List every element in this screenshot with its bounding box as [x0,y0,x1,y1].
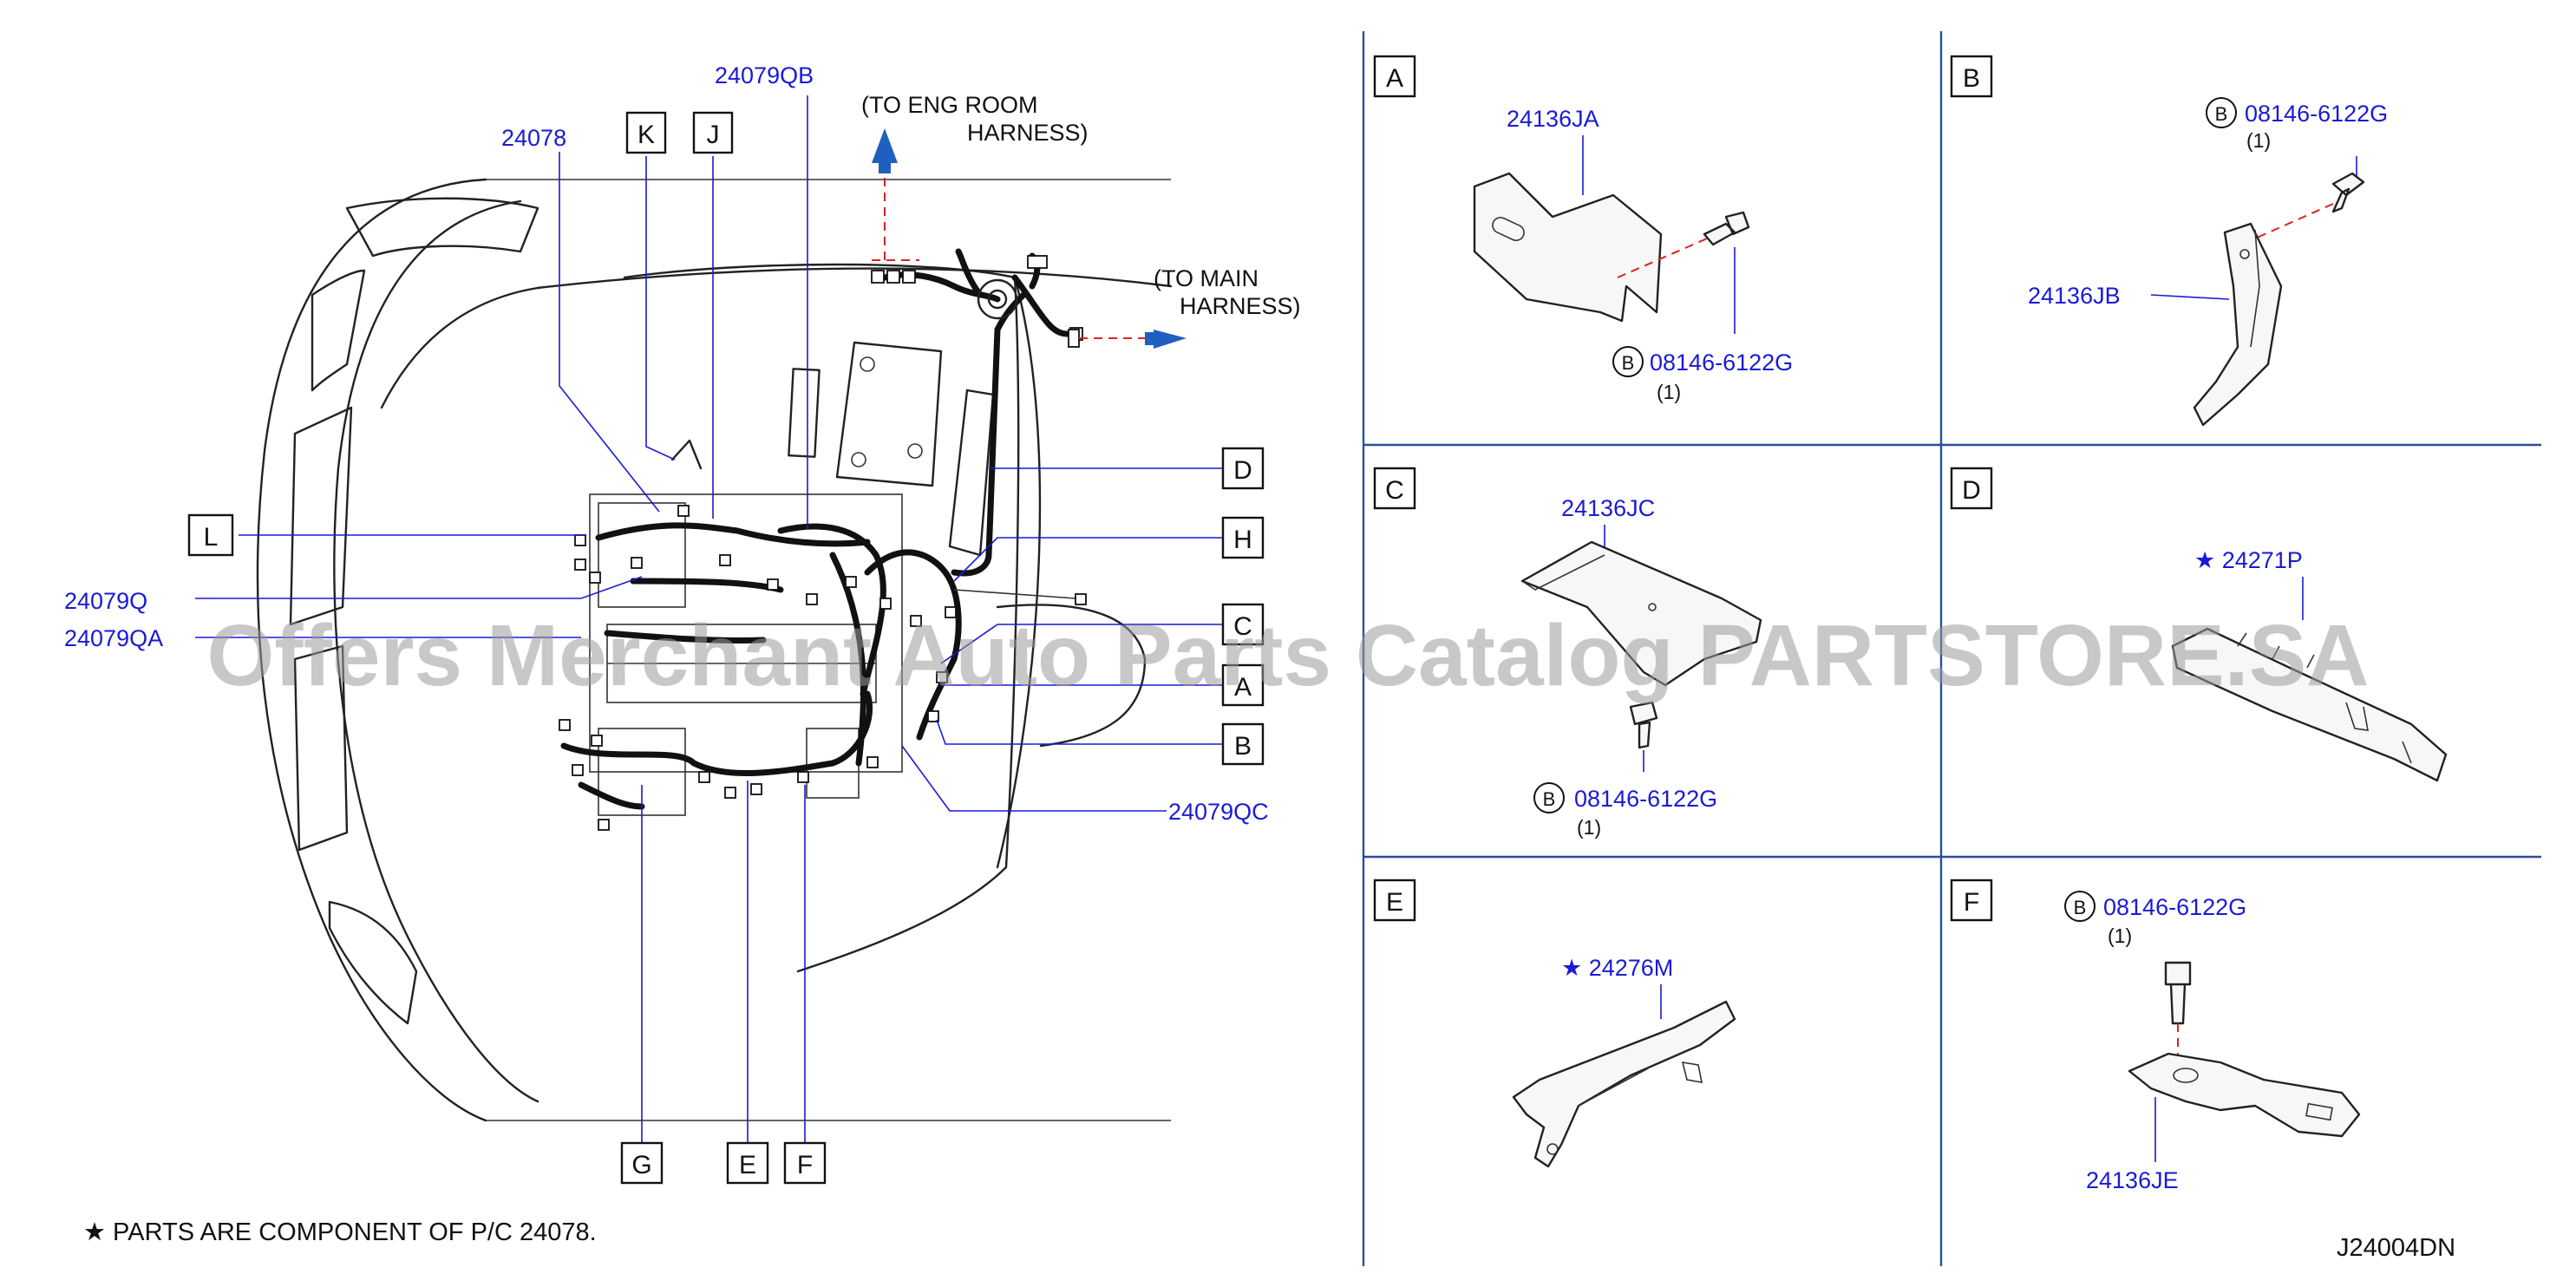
panel-d: D ★ 24271P [1950,467,2448,782]
panel-f: F B 08146-6122G (1) 24136JE [1950,879,2361,1193]
panel-a-part-label: 24136JA [1507,106,1599,132]
to-eng-room-harness-arrow [872,128,919,261]
callout-24079qb: 24079QB [715,62,814,88]
svg-text:B: B [1234,732,1252,761]
bracket-24136jc [1520,540,1762,687]
panel-b-letter: B [1950,55,1993,98]
box-label-h: H [1221,516,1265,559]
bolt-a [1703,211,1750,246]
panel-e-letter: E [1373,879,1416,922]
panel-a: A 24136JA B 08146-6122G (1) [1373,55,1793,403]
box-label-a: A [1221,663,1265,707]
panel-b: B B 08146-6122G (1) 24136JB [1950,55,2388,427]
bracket-24136jb [2193,222,2283,427]
svg-text:E: E [739,1151,756,1179]
box-label-d: D [1221,447,1265,490]
bolt-c [1629,701,1658,749]
bracket-24136je [2128,1052,2361,1138]
box-label-k: K [625,111,667,154]
protector-24276m [1512,1000,1736,1168]
svg-text:F: F [797,1151,813,1179]
protector-24271p [2171,627,2448,782]
panel-b-bolt-marker [2206,97,2237,128]
panel-b-qty: (1) [2246,129,2271,152]
panel-f-qty: (1) [2108,924,2132,947]
parts-component-note: ★ PARTS ARE COMPONENT OF P/C 24078. [83,1218,597,1246]
panel-f-bolt-marker [2064,891,2095,922]
svg-text:D: D [1233,456,1252,485]
panel-c: C 24136JC B 08146-6122G (1) [1373,467,1762,839]
panel-c-bolt-marker [1533,782,1565,813]
svg-text:J: J [707,121,720,149]
panel-c-qty: (1) [1577,816,1601,839]
panel-e-part-label: ★ 24276M [1561,955,1673,981]
panel-a-qty: (1) [1657,381,1681,403]
svg-text:G: G [631,1151,651,1179]
harness-connectors [559,255,1087,831]
panel-f-bolt-label: 08146-6122G [2103,894,2246,920]
k-bracket [670,439,703,470]
bolt-f [2164,961,2192,1025]
panel-e: E ★ 24276M [1373,879,1736,1168]
box-label-g: G [620,1141,664,1185]
svg-text:B: B [2215,103,2228,125]
svg-text:A: A [1234,673,1252,702]
bolt-b [2331,172,2365,213]
box-label-e: E [726,1141,769,1185]
svg-text:F: F [1964,888,1979,917]
svg-text:B: B [2074,897,2087,918]
panel-b-bolt-label: 08146-6122G [2245,101,2388,127]
panel-c-letter: C [1373,467,1416,510]
svg-text:C: C [1233,612,1252,641]
callout-24079q: 24079Q [64,588,147,614]
panel-grid [1362,31,2541,1266]
box-label-f: F [783,1141,827,1185]
panel-f-letter: F [1950,879,1993,922]
watermark-text: Offers Merchant Auto Parts Catalog PARTS… [207,607,2370,704]
box-label-b: B [1221,722,1265,766]
callout-24079qc: 24079QC [1168,799,1269,825]
svg-text:E: E [1386,888,1403,917]
svg-text:C: C [1385,476,1404,505]
svg-text:L: L [204,523,219,552]
panel-c-part-label: 24136JC [1561,495,1655,521]
overview-leaders [195,95,1223,1143]
panel-d-part-label: ★ 24271P [2194,547,2303,573]
callout-24079qa: 24079QA [64,625,163,651]
box-label-c: C [1221,603,1265,646]
panel-a-letter: A [1373,55,1416,98]
svg-text:B: B [1622,352,1635,374]
wire-harness [560,248,1079,810]
panel-d-letter: D [1950,467,1993,510]
panel-a-bolt-marker [1612,346,1644,377]
to-main-harness-arrow [1068,329,1187,349]
svg-text:A: A [1386,64,1403,93]
callout-24078: 24078 [501,125,566,151]
panel-a-bolt-label: 08146-6122G [1650,350,1793,376]
box-label-j: J [692,111,734,154]
panel-c-bolt-label: 08146-6122G [1574,786,1717,812]
panel-f-part-label: 24136JE [2086,1167,2179,1193]
svg-text:B: B [1543,788,1556,810]
diagram-code: J24004DN [2337,1234,2455,1262]
svg-text:B: B [1963,64,1980,93]
svg-text:D: D [1962,476,1981,505]
vehicle-outline [256,178,1173,1122]
svg-text:K: K [637,121,655,149]
box-label-l: L [187,513,234,557]
bracket-24136ja [1473,172,1663,323]
panel-b-part-label: 24136JB [2028,283,2121,309]
svg-text:H: H [1233,526,1252,554]
